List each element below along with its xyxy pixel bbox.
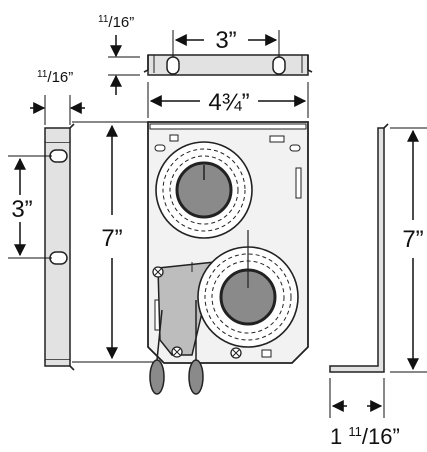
screw-icon — [152, 266, 164, 278]
top-offset-dimension: 11/16” — [98, 14, 140, 95]
right-height-label: 7” — [402, 226, 423, 253]
slot-hole-icon — [166, 56, 180, 75]
side-gap-label: 11/16” — [37, 69, 73, 86]
slot-hole-icon — [49, 251, 68, 265]
wheel-icon — [197, 230, 299, 348]
right-foot-dimension: 1 11/16” — [329, 378, 400, 449]
right-foot-label: 1 11/16” — [330, 424, 400, 449]
screw-icon — [171, 346, 183, 358]
left-side-bracket — [44, 123, 75, 371]
screw-icon — [230, 347, 242, 359]
left-holes-dimension: 3” — [8, 155, 52, 259]
top-offset-label: 11/16” — [98, 14, 134, 31]
wheel-icon — [155, 141, 253, 239]
slot-hole-icon — [49, 149, 68, 163]
left-holes-label: 3” — [11, 196, 32, 223]
plate-width-dimension: 4¾” — [147, 82, 309, 118]
spring-handle-icon — [149, 309, 165, 395]
top-holes-dimension: 3” — [172, 27, 280, 57]
right-height-dimension: 7” — [390, 127, 427, 373]
right-l-bracket — [329, 123, 389, 373]
spring-handle-icon — [188, 300, 204, 395]
plate-height-label: 7” — [101, 225, 122, 252]
side-gap-dimension: 11/16” — [30, 69, 85, 125]
top-holes-label: 3” — [215, 27, 236, 54]
plate-width-label: 4¾” — [208, 89, 249, 116]
top-mounting-bracket — [143, 54, 313, 76]
slot-hole-icon — [272, 56, 286, 75]
plate-height-dimension: 7” — [72, 121, 155, 363]
